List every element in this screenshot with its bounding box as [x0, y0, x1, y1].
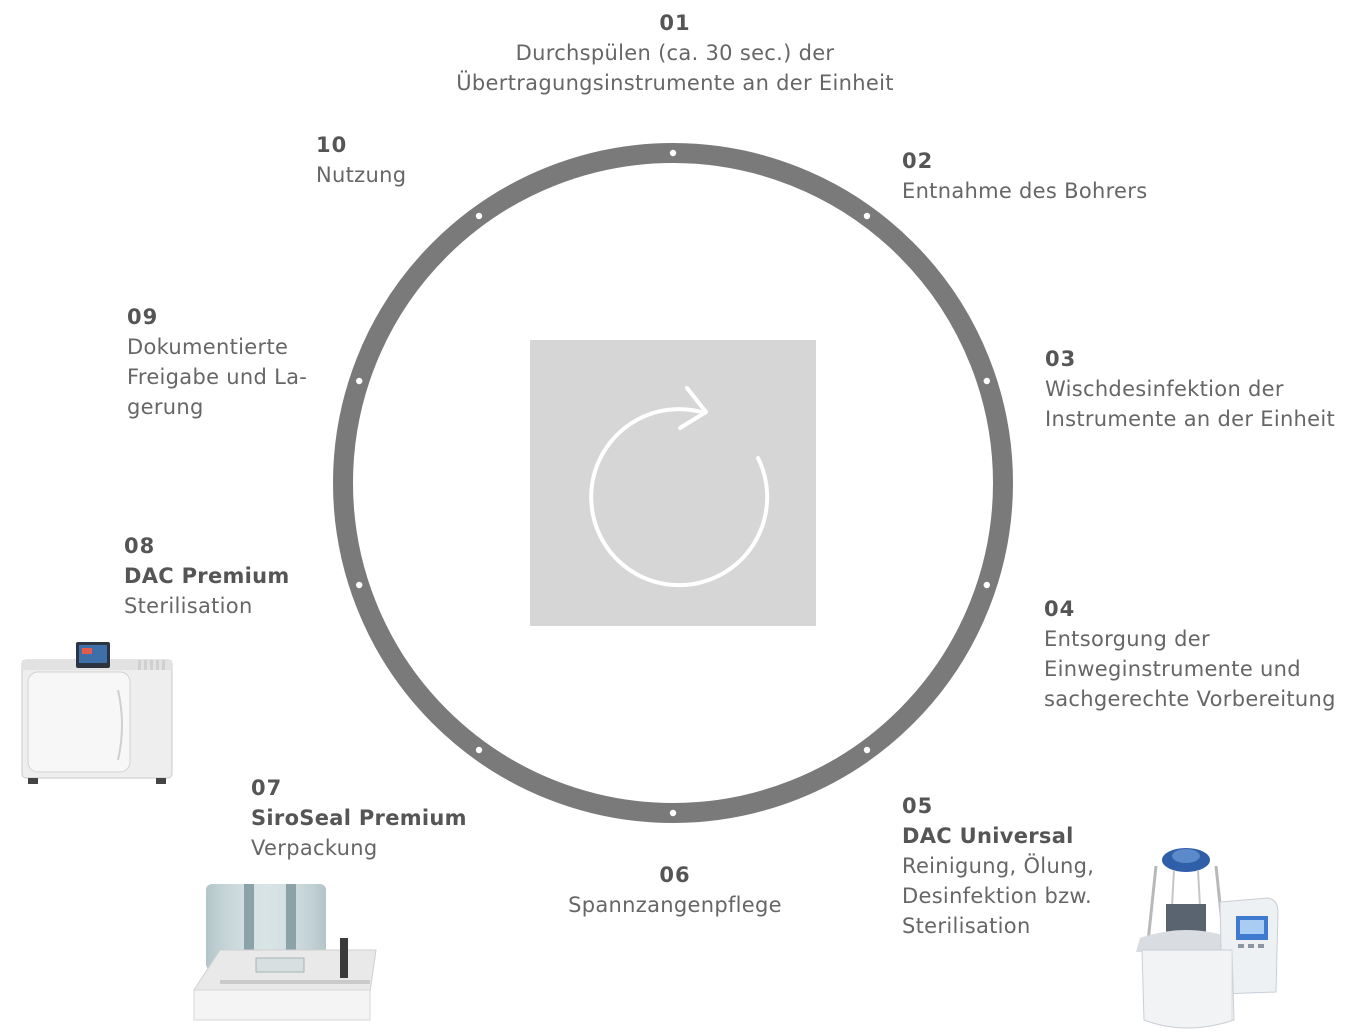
step-product: SiroSeal Premium — [251, 806, 467, 830]
step-10: 10 Nutzung — [316, 130, 476, 190]
ring-marker-08 — [356, 581, 363, 589]
ring-marker-02 — [863, 212, 871, 220]
step-number: 05 — [902, 794, 934, 818]
ring-marker-07 — [475, 746, 483, 754]
ring-marker-09 — [356, 377, 363, 385]
step-08: 08 DAC Premium Sterilisation — [124, 531, 344, 621]
step-number: 03 — [1045, 347, 1077, 371]
step-product: DAC Universal — [902, 824, 1074, 848]
step-description: Entnahme des Bohrers — [902, 179, 1148, 203]
sealing-device-image — [193, 884, 377, 1021]
step-description: Sterilisation — [124, 594, 253, 618]
step-01: 01 Durchspülen (ca. 30 sec.) der Übertra… — [420, 8, 930, 98]
step-number: 07 — [251, 776, 283, 800]
step-number: 06 — [659, 863, 691, 887]
step-number: 04 — [1044, 597, 1076, 621]
center-tile — [530, 340, 816, 626]
step-description: Entsorgung der Einweginstrumente und sac… — [1044, 627, 1336, 711]
ring-marker-05 — [863, 746, 871, 754]
step-description: Dokumentierte Freigabe und La- gerung — [127, 335, 308, 419]
step-description: Verpackung — [251, 836, 378, 860]
ring-marker-10 — [475, 212, 483, 220]
step-number: 08 — [124, 534, 156, 558]
ring-marker-01 — [669, 149, 677, 157]
step-description: Durchspülen (ca. 30 sec.) der Übertragun… — [456, 41, 894, 95]
step-06: 06 Spannzangenpflege — [530, 860, 820, 920]
step-04: 04 Entsorgung der Einweginstrumente und … — [1044, 594, 1366, 714]
step-number: 01 — [659, 11, 691, 35]
step-number: 10 — [316, 133, 348, 157]
step-product: DAC Premium — [124, 564, 290, 588]
ring-marker-04 — [983, 581, 990, 589]
autoclave-device-image — [21, 642, 173, 784]
step-description: Spannzangenpflege — [568, 893, 782, 917]
ring-markers — [356, 149, 990, 817]
step-03: 03 Wischdesinfektion der Instrumente an … — [1045, 344, 1365, 434]
step-07: 07 SiroSeal Premium Verpackung — [251, 773, 491, 863]
step-description: Nutzung — [316, 163, 407, 187]
step-number: 09 — [127, 305, 159, 329]
step-number: 02 — [902, 149, 934, 173]
ring-marker-06 — [669, 809, 677, 817]
step-description: Reinigung, Ölung, Desinfektion bzw. Ster… — [902, 854, 1095, 938]
dac-universal-device-image — [1136, 848, 1279, 1029]
refresh-cycle-icon — [589, 386, 770, 588]
step-description: Wischdesinfektion der Instrumente an der… — [1045, 377, 1336, 431]
step-05: 05 DAC Universal Reinigung, Ölung, Desin… — [902, 791, 1132, 941]
step-02: 02 Entnahme des Bohrers — [902, 146, 1202, 206]
ring-marker-03 — [983, 377, 990, 385]
step-09: 09 Dokumentierte Freigabe und La- gerung — [127, 302, 342, 422]
